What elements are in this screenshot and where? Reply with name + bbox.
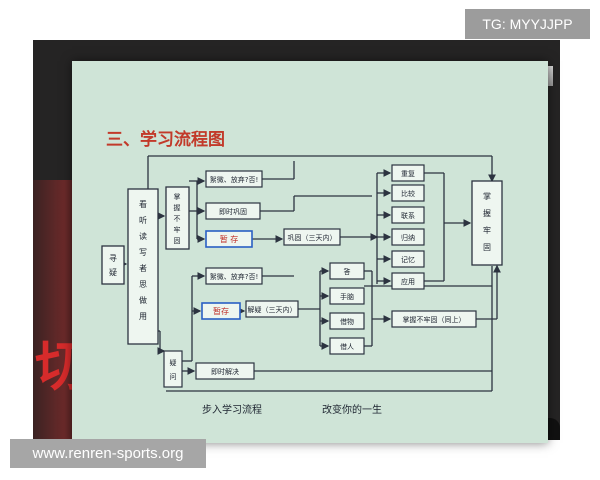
doubt-char: 疑 <box>170 358 177 367</box>
method-char: 看 <box>139 200 147 209</box>
projector-screen: 三、学习流程图 <box>72 61 548 443</box>
watermark-bottom: www.renren-sports.org <box>10 439 206 468</box>
start-char-1: 寻 <box>109 254 117 263</box>
flowchart: 三、学习流程图 <box>101 129 503 416</box>
method-char: 读 <box>139 231 147 241</box>
solve-3days-box <box>245 300 299 318</box>
lower-pause-box <box>201 302 241 320</box>
mastered-char: 掌 <box>483 191 491 201</box>
review-step-label: 归纳 <box>401 233 415 242</box>
solve-method-label: 借人 <box>340 342 354 351</box>
method-char: 者 <box>139 264 147 273</box>
review-step-label: 重复 <box>401 169 415 178</box>
solve-now-label: 即时解决 <box>211 367 239 376</box>
mastered-char: 握 <box>483 208 491 218</box>
mastered-box <box>471 180 503 266</box>
method-char: 做 <box>139 295 147 305</box>
not-mastered-char: 牢 <box>174 225 181 234</box>
review-step-box <box>391 272 425 290</box>
start-char-2: 疑 <box>109 267 117 277</box>
review-step-label: 比较 <box>401 189 415 198</box>
consolidate-now-box <box>205 202 261 220</box>
review-step-box <box>391 228 425 246</box>
upper-giveup-label: 絮微、放弃?否! <box>210 175 259 184</box>
watermark-top: TG: MYYJJPP <box>465 9 590 39</box>
not-mastered-char: 掌 <box>174 192 181 201</box>
mastered-char: 牢 <box>483 225 491 235</box>
lower-pause-label: 暂存 <box>213 306 229 316</box>
solve-method-label: 答 <box>344 267 351 276</box>
red-sign-logo: 切 <box>35 335 89 398</box>
solve-method-label: 借物 <box>340 317 354 326</box>
method-char: 用 <box>139 312 147 321</box>
consolidate-3days-box <box>283 228 341 246</box>
lower-giveup-box <box>205 267 263 285</box>
solve-now-box <box>195 362 255 380</box>
footer-right-text: 改变你的一生 <box>322 403 382 416</box>
lower-giveup-label: 絮微、放弃?否! <box>210 272 259 281</box>
consolidate-3days-label: 巩固（三天内） <box>288 233 337 242</box>
not-mastered-char: 握 <box>174 203 181 212</box>
connector-lines <box>119 155 501 392</box>
consolidate-now-label: 即时巩固 <box>219 207 247 216</box>
start-box <box>101 245 125 285</box>
review-step-box <box>391 184 425 202</box>
review-step-label: 联系 <box>401 211 415 220</box>
solve-method-label: 手脑 <box>340 292 354 301</box>
not-mastered-char: 不 <box>174 215 181 223</box>
method-box <box>127 188 159 345</box>
upper-pause-label: 暂 存 <box>220 234 239 244</box>
solve-method-box <box>329 312 365 330</box>
mastered-same-box <box>391 310 477 328</box>
method-char: 思 <box>139 280 147 289</box>
upper-pause-box <box>205 230 253 248</box>
review-step-box <box>391 250 425 268</box>
mastered-char: 固 <box>483 243 491 252</box>
method-char: 听 <box>139 216 147 225</box>
review-step-label: 应用 <box>401 277 415 286</box>
mastered-same-label: 掌握不牢固（同上） <box>403 315 466 324</box>
solve-3days-label: 解疑（三天内） <box>248 305 297 314</box>
upper-giveup-box <box>205 170 263 188</box>
review-step-box <box>391 164 425 182</box>
solve-method-box <box>329 262 365 280</box>
review-step-box <box>391 206 425 224</box>
not-mastered-box <box>165 186 190 250</box>
solve-method-box <box>329 337 365 355</box>
slide-title: 三、学习流程图 <box>106 129 225 150</box>
method-char: 写 <box>139 248 147 257</box>
solve-method-box <box>329 287 365 305</box>
footer-left-text: 步入学习流程 <box>202 403 262 416</box>
doubt-char: 问 <box>170 373 177 381</box>
not-mastered-char: 固 <box>174 237 181 245</box>
review-step-label: 记忆 <box>401 255 415 264</box>
doubt-box <box>163 350 183 388</box>
